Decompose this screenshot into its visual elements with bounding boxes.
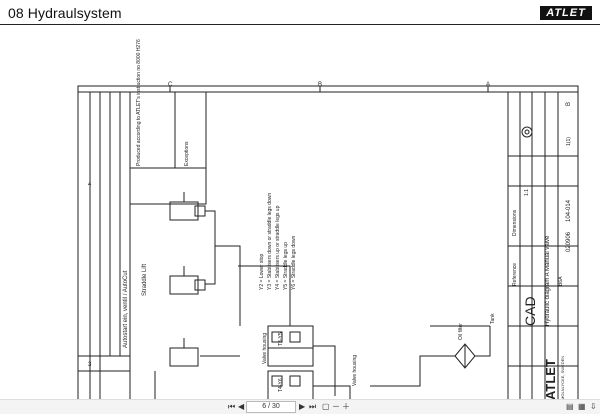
- legend-y3: Y3 = Stabilisers down or straddle legs d…: [267, 193, 273, 290]
- valve-housing-label-2: Valve housing: [352, 355, 358, 386]
- legend-y5: Y5 = Straddle legs up: [283, 242, 289, 290]
- hydraulic-schematic: C B A 4 3 Autostart ein, ventil / AutoCu…: [0, 26, 600, 405]
- t3y5-label: T3-Y5: [278, 332, 284, 346]
- reference-label: Reference: [512, 263, 518, 286]
- oil-filter-label: Oil filter: [458, 323, 464, 340]
- legend-y2: Y2 = Lower stop: [259, 254, 265, 290]
- straddle-lift-label: Straddle Lift: [142, 264, 148, 296]
- last-page-button[interactable]: ⏭: [309, 402, 317, 411]
- atlet-logo: ATLET: [540, 6, 592, 20]
- pdf-toolbar: ⏮ ◀ 6 / 30 ▶ ⏭ ▢ － ＋ ▤ ▦ ⇩: [0, 399, 600, 414]
- cad-label: CAD: [522, 296, 538, 326]
- rev-entry: Autostart ein, ventil / AutoCut: [123, 270, 129, 348]
- single-page-view-icon[interactable]: ▤: [566, 402, 574, 411]
- cylinder-3: [169, 347, 199, 367]
- title-block-company-sub: MOLNLYCKE, SWEDEN: [560, 356, 565, 400]
- sheet-label: 1(1): [566, 137, 572, 146]
- drawing-name: Hydraulic diagram A Manual valve: [545, 235, 551, 326]
- first-page-button[interactable]: ⏮: [228, 402, 236, 411]
- page-title: 08 Hydraulsystem: [8, 5, 122, 21]
- drawing-frame: [77, 85, 579, 405]
- drawing-date: 020906: [566, 231, 572, 252]
- drawing-number: 104-014: [566, 199, 572, 222]
- header-rule: [0, 24, 600, 25]
- grid-number-4: 4: [88, 182, 92, 188]
- projection-symbol: [521, 126, 533, 138]
- grid-letter-b: B: [318, 82, 322, 88]
- valve-housing-label-1: Valve housing: [262, 333, 268, 364]
- grid-letter-a: A: [486, 82, 490, 88]
- tank-label: Tank: [490, 313, 496, 324]
- fit-page-icon[interactable]: ▢: [322, 402, 330, 411]
- page-number-input[interactable]: 6 / 30: [246, 401, 296, 413]
- legend-y6: Y6 = Straddle legs down: [291, 235, 297, 290]
- zoom-out-icon[interactable]: －: [332, 402, 340, 411]
- prev-page-button[interactable]: ◀: [238, 402, 245, 411]
- t4y6-label: T4-Y6: [278, 378, 284, 392]
- revision-label: B: [566, 102, 572, 106]
- exceptions-label: Exceptions: [184, 141, 190, 166]
- grid-view-icon[interactable]: ▦: [578, 402, 586, 411]
- grid-number-3: 3: [88, 362, 92, 368]
- cylinder-1: [169, 201, 199, 221]
- next-page-button[interactable]: ▶: [299, 402, 306, 411]
- page-header: 08 Hydraulsystem ATLET: [0, 0, 600, 26]
- cylinder-2: [169, 275, 199, 295]
- grid-letter-c: C: [168, 82, 173, 88]
- produced-note: Produced according to ATLET's instructio…: [136, 39, 142, 166]
- dimensions-label: Dimensions: [512, 209, 518, 236]
- scale-label: 1:1: [524, 189, 530, 196]
- download-icon[interactable]: ⇩: [590, 402, 597, 411]
- title-block-company: ATLET: [543, 359, 558, 400]
- drawing-sign: B6A: [558, 276, 564, 286]
- legend-y4: Y4 = Stabilisers up or straddle legs up: [275, 205, 281, 290]
- zoom-in-icon[interactable]: ＋: [342, 402, 350, 411]
